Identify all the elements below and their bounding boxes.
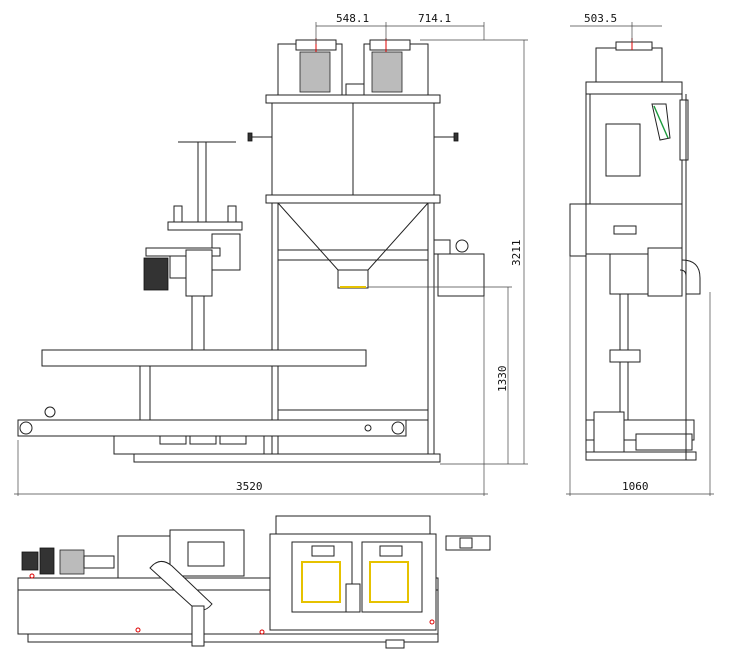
dim-total-width: 3520 <box>236 480 263 493</box>
side-view: 503.5 1060 <box>566 12 714 496</box>
front-table <box>41 349 367 420</box>
dim-front-top-left: 548.1 <box>336 12 369 25</box>
front-side-box <box>433 239 485 297</box>
dim-discharge-height: 1330 <box>496 366 509 393</box>
front-view: 548.1 714.1 3211 1330 3520 <box>14 12 528 496</box>
front-top-motors <box>277 38 429 99</box>
front-hopper <box>247 94 459 462</box>
dim-side-top: 503.5 <box>584 12 617 25</box>
front-bag-clamp <box>143 141 243 350</box>
front-dimensions: 548.1 714.1 3211 1330 3520 <box>14 12 528 496</box>
dim-side-width: 1060 <box>622 480 649 493</box>
dim-front-top-right: 714.1 <box>418 12 451 25</box>
dim-total-height: 3211 <box>510 240 523 267</box>
top-view <box>17 515 491 649</box>
front-conveyor <box>17 406 441 463</box>
